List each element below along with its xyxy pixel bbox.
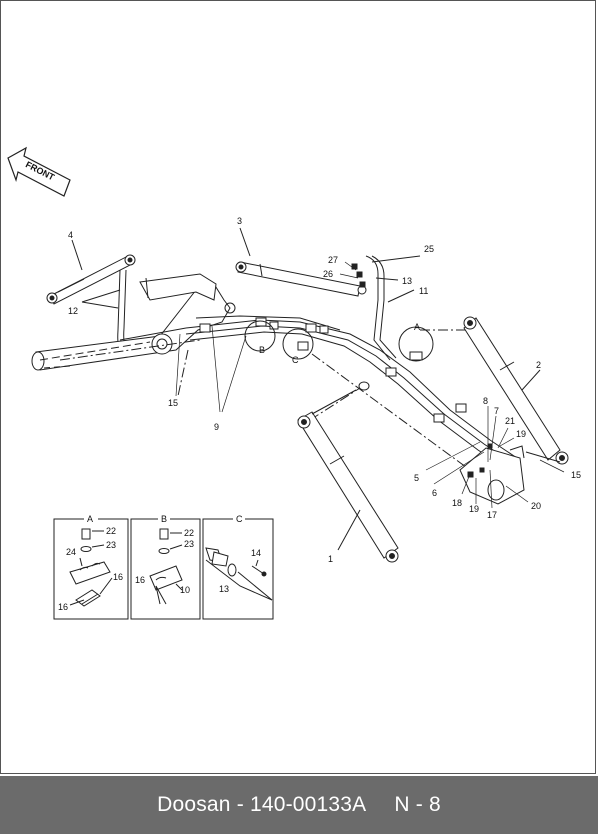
- callout-13: 13: [402, 276, 412, 286]
- callout-3: 3: [237, 216, 242, 226]
- detail-circle-b: [244, 320, 276, 352]
- footer-caption: Doosan - 140-00133A N - 8: [157, 793, 441, 817]
- callout-21: 21: [505, 416, 515, 426]
- callout-25: 25: [424, 244, 434, 254]
- callout-2: 2: [536, 360, 541, 370]
- callout-19-right: 19: [516, 429, 526, 439]
- cylinder-4: [46, 239, 136, 305]
- fitting-21: [487, 443, 493, 449]
- fittings-top: [351, 255, 421, 288]
- callout-20: 20: [531, 501, 541, 511]
- callout-detail-b: B: [259, 345, 265, 355]
- callout-4: 4: [68, 230, 73, 240]
- detail-a-label-24: 24: [66, 547, 76, 557]
- callout-6: 6: [432, 488, 437, 498]
- assembly-lines: [59, 329, 471, 471]
- fitting-19: [479, 467, 485, 473]
- detail-b-title: B: [161, 514, 167, 524]
- callout-5: 5: [414, 473, 419, 483]
- callout-15-left: 15: [168, 398, 178, 408]
- callout-11: 11: [419, 286, 428, 296]
- detail-b-label-23: 23: [184, 539, 194, 549]
- detail-b-label-10: 10: [180, 585, 190, 595]
- detail-a-label-16-right: 16: [113, 572, 123, 582]
- footer-part-number: Doosan - 140-00133A: [157, 793, 367, 816]
- callout-19-bottom: 19: [469, 504, 479, 514]
- cylinder-3: [235, 227, 367, 297]
- detail-b-label-16: 16: [135, 575, 145, 585]
- callout-15-right: 15: [571, 470, 581, 480]
- detail-b-label-22: 22: [184, 528, 194, 538]
- leader-lines: [175, 261, 565, 509]
- detail-circle-c: [282, 328, 314, 360]
- detail-c-label-14: 14: [251, 548, 261, 558]
- detail-box-a: [53, 518, 129, 620]
- detail-box-b: [130, 518, 201, 620]
- detail-c-label-13: 13: [219, 584, 229, 594]
- callout-17: 17: [487, 510, 497, 520]
- hose-11: [365, 255, 415, 361]
- callout-9: 9: [214, 422, 219, 432]
- callout-12: 12: [68, 306, 78, 316]
- detail-circle-a: [398, 326, 434, 362]
- callout-detail-a: A: [414, 322, 420, 332]
- detail-a-title: A: [87, 514, 93, 524]
- front-direction-arrow: FRONT: [7, 146, 71, 197]
- callout-detail-c: C: [292, 355, 299, 365]
- detail-a-label-22: 22: [106, 526, 116, 536]
- callout-8: 8: [483, 396, 488, 406]
- boom-hydraulic-diagram: FRONT: [7, 146, 581, 620]
- detail-a-label-23: 23: [106, 540, 116, 550]
- footer-page-ref: N - 8: [394, 793, 441, 816]
- footer-bar: Doosan - 140-00133A N - 8: [0, 776, 598, 834]
- cylinder-1: [297, 389, 399, 563]
- callout-26: 26: [323, 269, 333, 279]
- detail-box-c: [202, 518, 274, 620]
- callout-7: 7: [494, 406, 499, 416]
- callout-1: 1: [328, 554, 333, 564]
- drawing-frame: [0, 0, 596, 774]
- callout-18: 18: [452, 498, 462, 508]
- washer: [358, 381, 370, 391]
- callout-27: 27: [328, 255, 338, 265]
- cylinder-2: [463, 316, 569, 465]
- detail-c-title: C: [236, 514, 243, 524]
- fitting-18: [467, 471, 474, 478]
- detail-a-label-16-left: 16: [58, 602, 68, 612]
- callout-numbers: 4 3 12 15 9 27 26 25 13 11 B C A 2 8 7 2…: [58, 216, 581, 612]
- boom-body: [31, 273, 236, 371]
